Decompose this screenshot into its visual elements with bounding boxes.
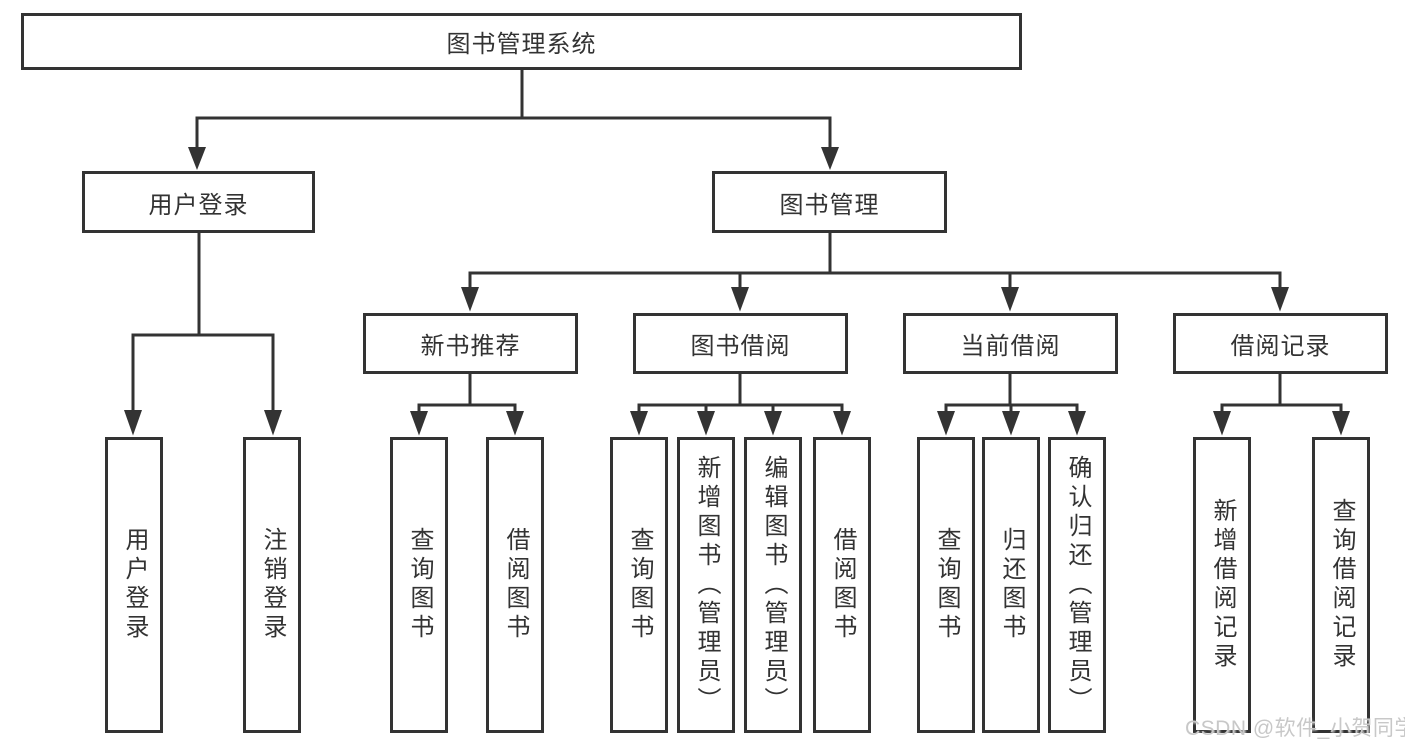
arrowheads-borrow-records-fork — [1213, 411, 1350, 436]
leaf-confirm-return-admin: 确认归还（管理员） — [1048, 437, 1106, 733]
leaf-user-login: 用户登录 — [105, 437, 163, 733]
leaf-borrow-books: 借阅图书 — [813, 437, 871, 733]
connector-root-fork — [195, 70, 832, 150]
arrowheads-book-management-fork — [461, 287, 1289, 312]
leaf-add-book-admin: 新增图书（管理员） — [677, 437, 735, 733]
connector-book-management-fork — [468, 233, 1282, 289]
leaf-label: 查询借阅记录 — [1328, 498, 1355, 672]
connector-user-login-fork — [131, 233, 275, 412]
arrowheads-book-borrow-fork — [630, 411, 851, 436]
connector-book-borrow-fork — [637, 374, 844, 413]
leaf-logout: 注销登录 — [243, 437, 301, 733]
watermark: CSDN @软件_小贺同学 — [1185, 717, 1405, 740]
leaf-label: 新增借阅记录 — [1209, 498, 1236, 672]
connector-borrow-records-fork — [1220, 374, 1343, 413]
arrowheads-current-borrow-fork — [937, 411, 1086, 436]
leaf-query-borrow-record: 查询借阅记录 — [1312, 437, 1370, 733]
leaf-label: 查询图书 — [626, 527, 653, 643]
leaf-label: 查询图书 — [406, 527, 433, 643]
leaf-edit-book-admin: 编辑图书（管理员） — [744, 437, 802, 733]
connector-current-borrow-fork — [944, 374, 1079, 413]
arrowheads-user-login-fork — [124, 410, 282, 436]
leaf-label: 借阅图书 — [829, 527, 856, 643]
leaf-query-books-current: 查询图书 — [917, 437, 975, 733]
connector-new-book-recommend-fork — [417, 374, 517, 413]
leaf-label: 确认归还（管理员） — [1064, 454, 1091, 716]
node-book-borrow: 图书借阅 — [633, 313, 848, 374]
leaf-label: 注销登录 — [259, 527, 286, 643]
leaf-add-borrow-record: 新增借阅记录 — [1193, 437, 1251, 733]
leaf-return-book: 归还图书 — [982, 437, 1040, 733]
leaf-query-books-recommend: 查询图书 — [390, 437, 448, 733]
node-borrow-records: 借阅记录 — [1173, 313, 1388, 374]
leaf-label: 归还图书 — [998, 527, 1025, 643]
node-current-borrow: 当前借阅 — [903, 313, 1118, 374]
node-book-management: 图书管理 — [712, 171, 947, 233]
node-root: 图书管理系统 — [21, 13, 1022, 70]
leaf-label: 查询图书 — [933, 527, 960, 643]
leaf-query-books-borrow: 查询图书 — [610, 437, 668, 733]
leaf-label: 编辑图书（管理员） — [760, 454, 787, 716]
node-user-login: 用户登录 — [82, 171, 315, 233]
arrowheads-new-book-recommend-fork — [410, 411, 524, 436]
leaf-label: 用户登录 — [121, 527, 148, 643]
leaf-label: 新增图书（管理员） — [693, 454, 720, 716]
leaf-label: 借阅图书 — [502, 527, 529, 643]
arrowheads-root-fork — [188, 147, 839, 170]
leaf-borrow-books-recommend: 借阅图书 — [486, 437, 544, 733]
node-new-book-recommend: 新书推荐 — [363, 313, 578, 374]
